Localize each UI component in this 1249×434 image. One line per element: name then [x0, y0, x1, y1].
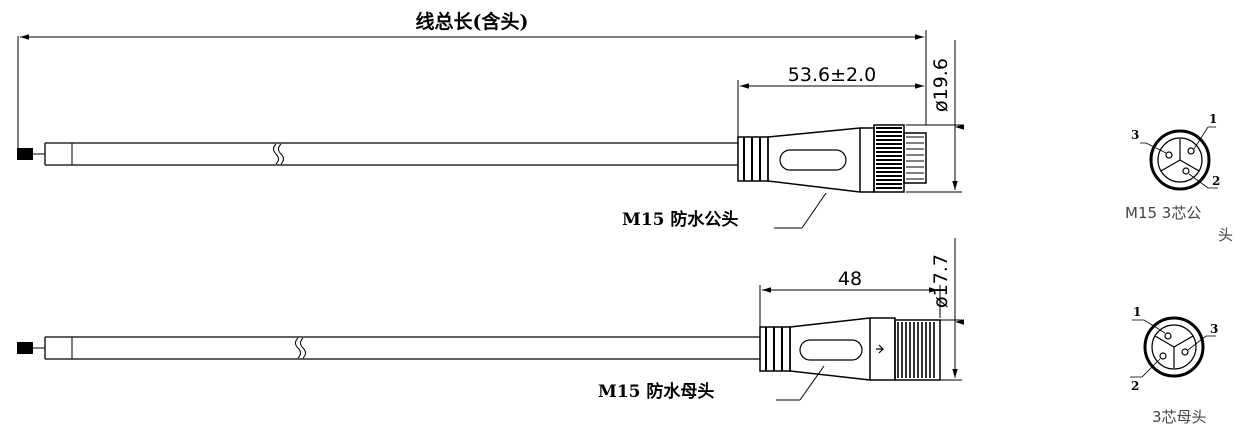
- female-label-leader: [776, 365, 825, 401]
- male-diameter-dim: ø19.6: [930, 58, 952, 112]
- female-cable-assembly: [17, 317, 941, 381]
- female-length-dimension: [759, 285, 941, 327]
- male-pinout-diagram: [1140, 126, 1218, 191]
- male-length-dim: 53.6±2.0: [788, 64, 876, 86]
- female-label: M15 防水母头: [598, 381, 714, 402]
- male-pinout-caption-2: 头: [1218, 226, 1233, 244]
- female-pin-2: 2: [1131, 379, 1139, 393]
- male-pin-1: 1: [1209, 112, 1217, 126]
- male-label: M15 防水公头: [622, 209, 738, 230]
- male-wire-ends: [17, 148, 33, 160]
- male-length-dimension: [737, 80, 924, 137]
- female-pinout-caption: 3芯母头: [1152, 408, 1207, 426]
- overall-length-dimension: [17, 30, 927, 160]
- female-pin-3: 3: [1210, 322, 1218, 336]
- female-wire-ends: [17, 342, 33, 354]
- male-pin-2: 2: [1212, 174, 1220, 188]
- male-cable-assembly: [17, 124, 927, 193]
- female-diameter-dim: ø17.7: [930, 254, 952, 308]
- female-pin-1: 1: [1133, 305, 1141, 319]
- male-label-leader: [774, 192, 827, 229]
- female-diameter-dimension: [940, 238, 962, 381]
- female-pinout-diagram: [1130, 316, 1216, 378]
- overall-length-label: 线总长(含头): [416, 10, 529, 33]
- female-length-dim: 48: [838, 268, 862, 290]
- male-diameter-dimension: [906, 40, 962, 193]
- male-pin-3: 3: [1131, 128, 1139, 142]
- male-pinout-caption: M15 3芯公: [1125, 204, 1201, 222]
